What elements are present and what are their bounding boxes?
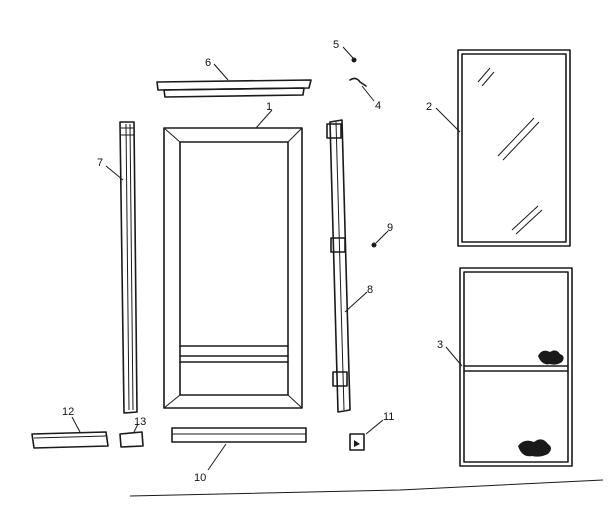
label-part-2: 2 [426, 101, 432, 113]
label-part-12: 12 [62, 406, 74, 418]
part-1-door-frame [163, 127, 303, 409]
part-13-end-cap [119, 431, 144, 448]
part-8-right-hinge-rail [326, 119, 351, 413]
part-5-screw [351, 57, 357, 63]
part-7-left-side-rail [119, 121, 138, 414]
label-part-8: 8 [367, 284, 373, 296]
label-part-3: 3 [437, 339, 443, 351]
label-part-10: 10 [194, 472, 206, 484]
label-part-5: 5 [333, 39, 339, 51]
label-part-13: 13 [134, 416, 146, 428]
label-part-11: 11 [383, 411, 394, 423]
label-part-1: 1 [266, 101, 272, 113]
part-3-screen-panel [459, 267, 573, 467]
part-10-bottom-expander [171, 427, 307, 443]
part-6-top-drip-cap [156, 79, 312, 98]
label-part-9: 9 [387, 222, 393, 234]
part-2-glass-panel [457, 49, 571, 247]
label-part-7: 7 [97, 157, 103, 169]
label-part-6: 6 [205, 57, 211, 69]
label-part-4: 4 [375, 100, 381, 112]
part-12-sweep-strip [31, 431, 109, 449]
ground-line [129, 479, 604, 497]
part-11-bracket [349, 433, 365, 451]
part-4-clip [349, 77, 367, 87]
part-9-screw [371, 242, 377, 248]
part-labels: 1 2 3 4 5 6 7 8 9 10 11 12 13 [62, 39, 443, 484]
leader-lines [71, 46, 463, 471]
